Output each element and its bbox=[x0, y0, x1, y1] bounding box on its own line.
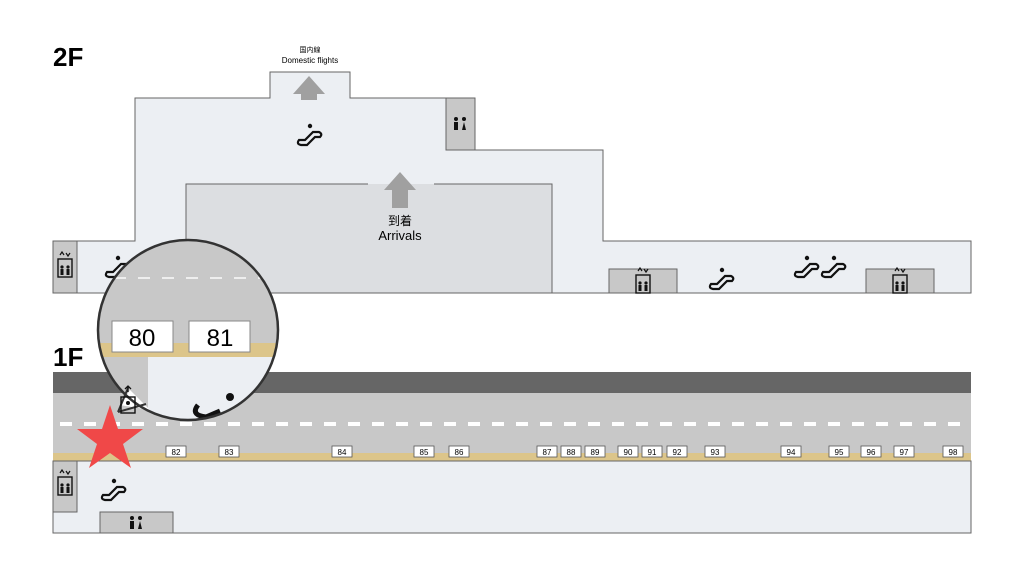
gate-83: 83 bbox=[225, 448, 234, 457]
gate-98: 98 bbox=[949, 448, 958, 457]
arrivals-label-en: Arrivals bbox=[378, 228, 422, 243]
curb bbox=[53, 453, 971, 461]
gate-box bbox=[780, 445, 802, 458]
gate-labels: 82 83 84 85 86 87 88 89 90 91 92 93 94 95 96 97 98 bbox=[165, 445, 964, 458]
gate-box bbox=[666, 445, 688, 458]
magnifier-gate-80: 80 bbox=[129, 325, 156, 352]
gate-box bbox=[860, 445, 882, 458]
arrivals-arrow-icon bbox=[384, 172, 416, 208]
gate-85: 85 bbox=[420, 448, 429, 457]
domestic-label-en: Domestic flights bbox=[282, 56, 338, 65]
gate-97: 97 bbox=[900, 448, 909, 457]
floor-label-1f: 1F bbox=[53, 342, 83, 372]
gate-94: 94 bbox=[787, 448, 796, 457]
gate-90: 90 bbox=[624, 448, 633, 457]
gate-box bbox=[448, 445, 470, 458]
elevator-block-2f-mid bbox=[608, 268, 678, 294]
gate-95: 95 bbox=[835, 448, 844, 457]
gate-91: 91 bbox=[648, 448, 657, 457]
gate-86: 86 bbox=[455, 448, 464, 457]
elevator-block-2f-left bbox=[52, 240, 78, 294]
domestic-arrow-icon bbox=[293, 76, 325, 100]
floor-1f-area bbox=[52, 460, 972, 534]
gate-box bbox=[617, 445, 639, 458]
gate-box bbox=[942, 445, 964, 458]
restroom-block-1f bbox=[99, 511, 174, 534]
gate-box bbox=[704, 445, 726, 458]
elevator-block-1f bbox=[52, 460, 78, 513]
gate-box bbox=[218, 445, 240, 458]
gate-box bbox=[560, 445, 582, 458]
gate-87: 87 bbox=[543, 448, 552, 457]
elevator-icon bbox=[120, 385, 136, 414]
magnifier: 80 81 bbox=[96, 238, 280, 422]
building-band bbox=[53, 372, 971, 393]
gate-82: 82 bbox=[172, 448, 181, 457]
restroom-block-2f bbox=[445, 97, 476, 151]
gate-box bbox=[165, 445, 187, 458]
gate-93: 93 bbox=[711, 448, 720, 457]
domestic-label-jp: 国内線 bbox=[300, 45, 321, 54]
gate-box bbox=[641, 445, 663, 458]
elevator-block-2f-right bbox=[865, 268, 935, 294]
gate-box bbox=[413, 445, 435, 458]
gate-box bbox=[893, 445, 915, 458]
gate-box bbox=[536, 445, 558, 458]
gate-box bbox=[584, 445, 606, 458]
gate-88: 88 bbox=[567, 448, 576, 457]
gate-84: 84 bbox=[338, 448, 347, 457]
gate-92: 92 bbox=[673, 448, 682, 457]
arrivals-label-jp: 到着 bbox=[388, 213, 412, 228]
gate-96: 96 bbox=[867, 448, 876, 457]
magnifier-gate-81: 81 bbox=[207, 325, 234, 352]
arrivals-hall bbox=[185, 183, 553, 294]
gate-89: 89 bbox=[591, 448, 600, 457]
floor-label-2f: 2F bbox=[53, 42, 83, 72]
current-location-star bbox=[77, 405, 143, 468]
gate-box bbox=[828, 445, 850, 458]
gate-box bbox=[331, 445, 353, 458]
